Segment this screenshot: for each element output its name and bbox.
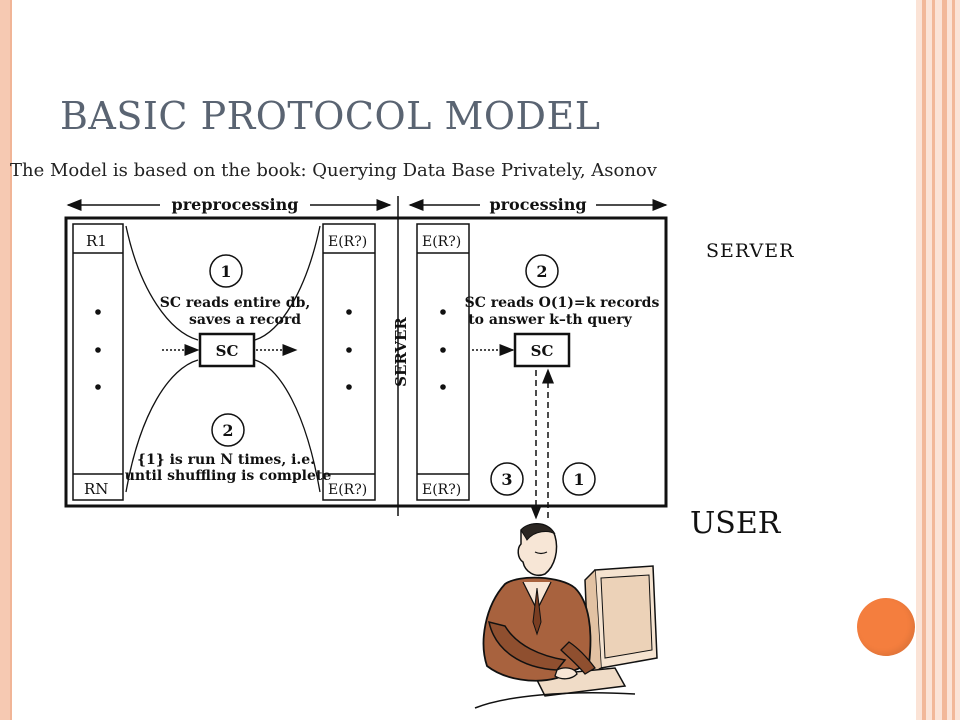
db-column: [72, 223, 124, 501]
step-1-number: 1: [220, 262, 231, 281]
funnel-curve-right-top: [254, 225, 321, 341]
proc-text-line2: to answer k–th query: [468, 312, 632, 328]
funnel-curve-right-bottom: [254, 359, 321, 493]
funnel-curve-left-bottom: [125, 359, 199, 493]
server-label: SERVER: [706, 240, 795, 262]
enc-record-bottom-pre: E(R?): [328, 482, 367, 498]
protocol-diagram: preprocessing processing SERVER R1 RN E(…: [64, 195, 668, 520]
outer-frame: [64, 216, 668, 508]
sc-box-pre: [198, 332, 256, 368]
user-label: USER: [690, 506, 781, 541]
step-2-circle: [211, 413, 245, 447]
slide-subtitle: The Model is based on the book: Querying…: [10, 160, 657, 181]
bottom-step-3-number: 3: [501, 470, 512, 489]
shuffled-column-proc: [416, 223, 470, 501]
enc-record-bottom-proc: E(R?): [422, 482, 461, 498]
bottom-step-1-circle: [562, 462, 596, 496]
preprocessing-label: preprocessing: [172, 195, 299, 214]
db-first-record: R1: [86, 232, 107, 250]
right-edge-decoration: [916, 0, 960, 720]
left-edge-line: [10, 0, 12, 720]
proc-step-circle: [525, 254, 559, 288]
step-1-text-line1: SC reads entire db,: [160, 295, 311, 311]
step-1-circle: [209, 254, 243, 288]
server-vertical-label: SERVER: [392, 317, 410, 387]
orange-decoration-dot: [857, 598, 915, 656]
db-last-record: RN: [84, 480, 108, 498]
step-2-text-line1: {1} is run N times, i.e.: [137, 452, 315, 468]
step-1-text-line2: saves a record: [189, 312, 301, 328]
slide-title: BASIC PROTOCOL MODEL: [60, 94, 601, 138]
enc-record-top-pre: E(R?): [328, 234, 367, 250]
proc-text-line1: SC reads O(1)=k records: [465, 295, 660, 311]
step-2-text-line2: until shuffling is complete: [125, 468, 332, 484]
enc-record-top-proc: E(R?): [422, 234, 461, 250]
shuffled-column-pre: [322, 223, 376, 501]
left-edge-decoration: [0, 0, 10, 720]
funnel-curve-left-top: [125, 225, 199, 341]
bottom-step-1-number: 1: [573, 470, 584, 489]
step-2-number: 2: [222, 421, 233, 440]
sc-label-proc: SC: [531, 342, 554, 360]
sc-label-pre: SC: [216, 342, 239, 360]
sc-box-proc: [513, 332, 571, 368]
proc-step-number: 2: [536, 262, 547, 281]
processing-label: processing: [489, 195, 586, 214]
user-at-computer-icon: [474, 523, 658, 709]
bottom-step-3-circle: [490, 462, 524, 496]
